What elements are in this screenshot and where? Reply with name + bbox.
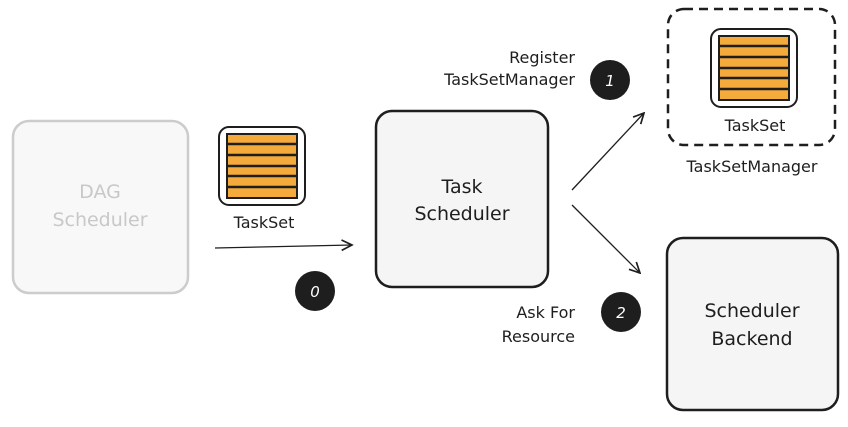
taskset-node: TaskSet <box>217 125 307 232</box>
task-scheduler-node: Task Scheduler <box>374 109 550 289</box>
dag-scheduler-label-1: DAG <box>79 181 121 203</box>
svg-text:0: 0 <box>310 283 320 301</box>
tasksetmanager-inner-label: TaskSet <box>724 116 786 135</box>
taskset-icon <box>217 125 307 207</box>
step-2-label-1: Ask For <box>516 303 575 322</box>
arrow-dag-to-task-scheduler <box>214 245 352 248</box>
dag-scheduler-label-2: Scheduler <box>52 209 147 231</box>
scheduler-backend-label-2: Backend <box>711 328 792 350</box>
step-2-badge: 2 <box>601 292 641 332</box>
taskset-label: TaskSet <box>233 213 295 232</box>
tasksetmanager-node: TaskSet TaskSetManager <box>666 7 837 176</box>
step-1-badge: 1 <box>590 60 630 100</box>
svg-text:2: 2 <box>616 304 626 322</box>
scheduler-backend-node: Scheduler Backend <box>665 236 840 412</box>
step-0-badge: 0 <box>295 271 335 311</box>
task-scheduler-label-2: Scheduler <box>414 203 509 225</box>
dag-scheduler-node: DAG Scheduler <box>11 119 190 295</box>
scheduler-backend-label-1: Scheduler <box>704 300 799 322</box>
task-scheduler-label-1: Task <box>440 176 482 198</box>
svg-text:1: 1 <box>605 72 615 90</box>
step-1-label-1: Register <box>509 48 575 67</box>
step-1-label-2: TaskSetManager <box>443 70 575 89</box>
arrow-to-scheduler-backend <box>571 204 640 273</box>
taskset-icon <box>709 27 799 109</box>
step-2-label-2: Resource <box>502 327 575 346</box>
tasksetmanager-label: TaskSetManager <box>686 157 818 176</box>
arrow-to-tasksetmanager <box>571 113 644 191</box>
